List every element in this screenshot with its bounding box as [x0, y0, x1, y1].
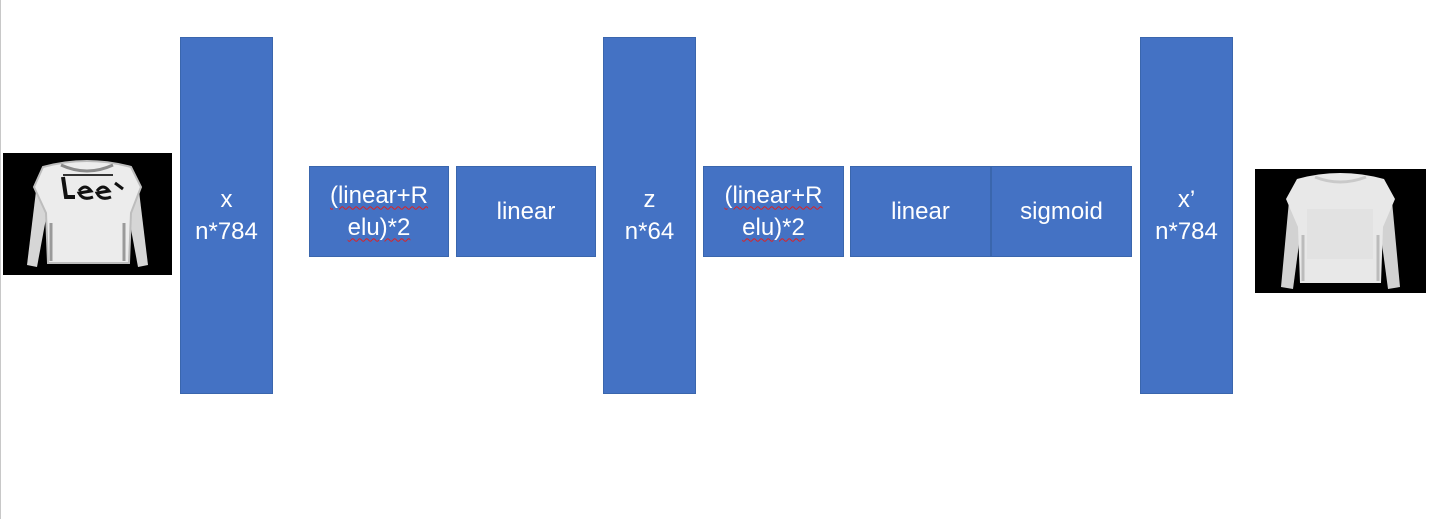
- output-image: [1255, 169, 1426, 293]
- z-block-shape: n*64: [624, 217, 675, 245]
- z-block-title: z: [643, 185, 656, 213]
- encoder-hidden-layers-block: (linear+R elu)*2: [309, 166, 449, 257]
- output-vector-block-x-prime: x’ n*784: [1140, 37, 1233, 394]
- x-block-shape: n*784: [195, 217, 258, 245]
- latent-vector-block-z: z n*64: [603, 37, 696, 394]
- decoder-linear-label: linear: [891, 197, 950, 225]
- output-sweater-graphic: [1255, 169, 1426, 293]
- decoder-hidden-line2: elu)*2: [742, 213, 805, 241]
- x-block-title: x: [220, 185, 233, 213]
- encoder-hidden-line2: elu)*2: [347, 213, 411, 241]
- page-edge-line: [0, 0, 1, 519]
- encoder-hidden-line1: (linear+R: [329, 181, 429, 209]
- input-sweater-graphic: [3, 153, 172, 275]
- x-prime-block-title: x’: [1177, 185, 1196, 213]
- input-image: [3, 153, 172, 275]
- x-prime-block-shape: n*784: [1155, 217, 1218, 245]
- sigmoid-block: sigmoid: [991, 166, 1132, 257]
- decoder-linear-block: linear: [850, 166, 991, 257]
- sigmoid-label: sigmoid: [1020, 197, 1103, 225]
- encoder-linear-block: linear: [456, 166, 596, 257]
- decoder-hidden-layers-block: (linear+R elu)*2: [703, 166, 844, 257]
- input-vector-block-x: x n*784: [180, 37, 273, 394]
- decoder-hidden-line1: (linear+R: [724, 181, 823, 209]
- encoder-linear-label: linear: [496, 197, 556, 225]
